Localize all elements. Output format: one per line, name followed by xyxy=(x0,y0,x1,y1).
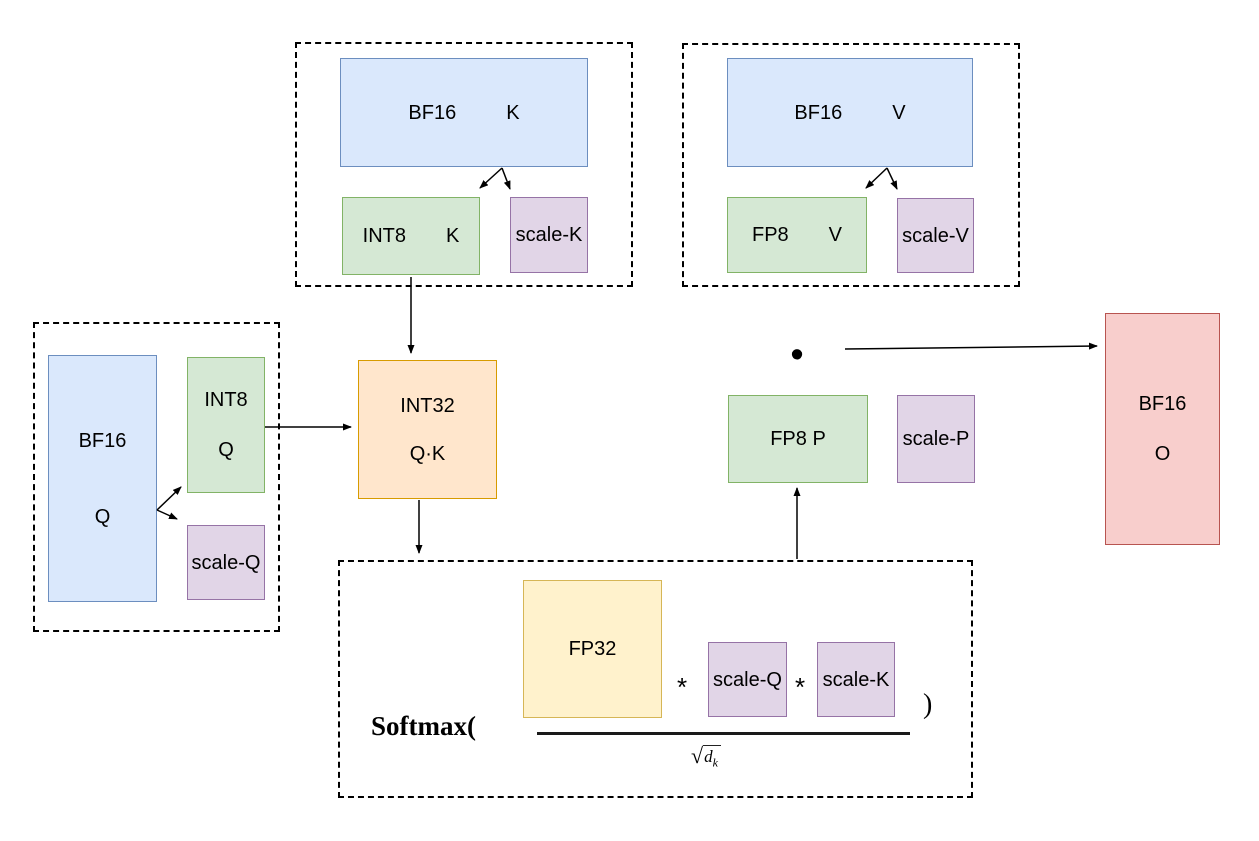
softmax-scale-q-label: scale-Q xyxy=(713,668,782,691)
fp8-v-box: FP8 V xyxy=(727,197,867,273)
bf16-q-type-label: BF16 xyxy=(78,429,127,452)
int32-type-label: INT32 xyxy=(400,394,455,417)
int8-k-name-label: K xyxy=(446,225,460,247)
int8-q-box: INT8 Q xyxy=(187,357,265,493)
fraction-bar xyxy=(537,732,910,735)
multiply-asterisk-1: * xyxy=(677,672,688,702)
v-quantization-group xyxy=(682,43,1020,287)
softmax-close-paren: ) xyxy=(923,689,933,720)
fp32-label: FP32 xyxy=(568,638,617,660)
int32-qk-box: INT32 Q·K xyxy=(358,360,497,499)
fp8-v-name-label: V xyxy=(828,224,843,246)
int8-q-name-label: Q xyxy=(218,439,234,461)
dot-multiply-icon: • xyxy=(790,334,804,376)
bf16-q-box: BF16 Q xyxy=(48,355,157,602)
scale-q-label: scale-Q xyxy=(191,551,261,574)
sqrt-dk-denominator: √dk xyxy=(691,745,721,770)
softmax-group xyxy=(338,560,973,798)
multiply-asterisk-2: * xyxy=(795,672,806,702)
fp8-v-type-label: FP8 xyxy=(751,224,789,246)
fp8-p-label: FP8 P xyxy=(770,428,826,450)
bf16-k-box: BF16 K xyxy=(340,58,588,167)
radicand: dk xyxy=(703,745,721,770)
q-quantization-group xyxy=(33,322,280,632)
bf16-q-name-label: Q xyxy=(94,505,111,528)
scale-p-box: scale-P xyxy=(897,395,975,483)
softmax-scale-q-box: scale-Q xyxy=(708,642,787,717)
scale-q-box: scale-Q xyxy=(187,525,265,600)
bf16-v-type-label: BF16 xyxy=(794,101,843,124)
fp8-p-box: FP8 P xyxy=(728,395,868,483)
scale-p-label: scale-P xyxy=(902,428,970,450)
bf16-v-box: BF16 V xyxy=(727,58,973,167)
bf16-o-name-label: O xyxy=(1154,443,1171,465)
int8-k-box: INT8 K xyxy=(342,197,480,275)
bf16-o-type-label: BF16 xyxy=(1138,393,1187,415)
dk-subscript: k xyxy=(712,755,718,770)
scale-k-box: scale-K xyxy=(510,197,588,273)
softmax-scale-k-label: scale-K xyxy=(822,668,890,691)
radical-sign: √ xyxy=(691,743,704,768)
fp32-box: FP32 xyxy=(523,580,662,718)
scale-v-label: scale-V xyxy=(902,224,969,247)
k-quantization-group xyxy=(295,42,633,287)
int8-q-type-label: INT8 xyxy=(204,389,248,411)
bf16-k-name-label: K xyxy=(506,101,520,124)
scale-v-box: scale-V xyxy=(897,198,974,273)
softmax-scale-k-box: scale-K xyxy=(817,642,895,717)
bf16-v-name-label: V xyxy=(892,101,906,124)
int8-k-type-label: INT8 xyxy=(362,225,406,247)
bf16-o-box: BF16 O xyxy=(1105,313,1220,545)
arrow-to-bf16o xyxy=(844,342,1098,350)
softmax-function-label: Softmax( xyxy=(371,711,476,741)
qk-name-label: Q·K xyxy=(409,442,446,465)
scale-k-label: scale-K xyxy=(515,224,583,246)
bf16-k-type-label: BF16 xyxy=(408,101,457,124)
dk-variable: d xyxy=(704,747,713,766)
